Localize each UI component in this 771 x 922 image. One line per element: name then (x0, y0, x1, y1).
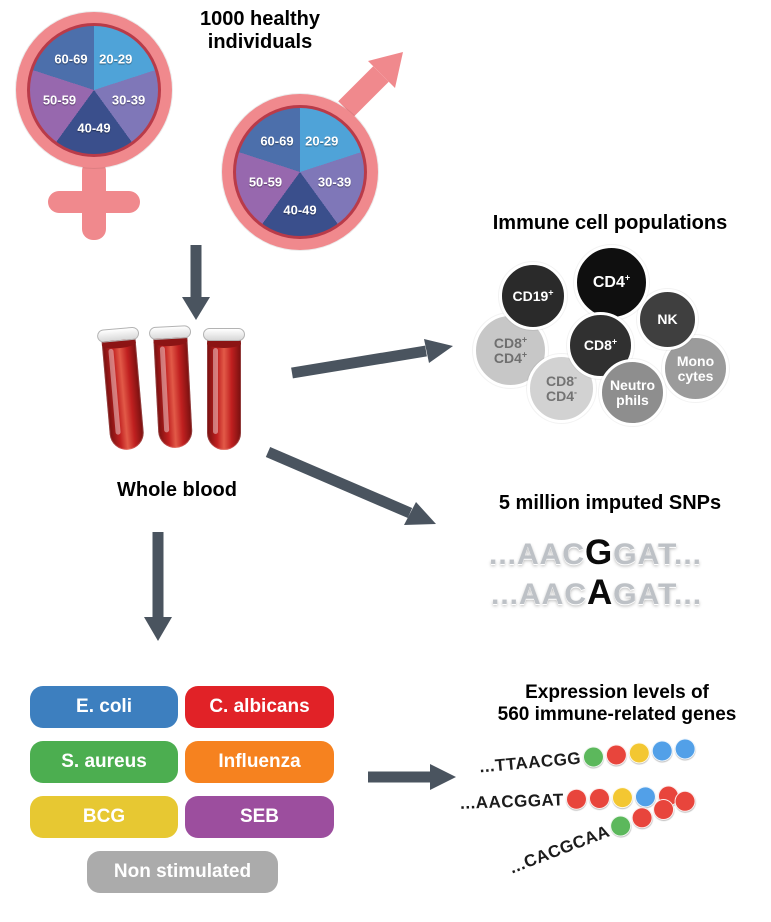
age-label-40-49: 40-49 (77, 120, 111, 136)
tube-shine (213, 348, 218, 434)
snp-sequence-ref: ...AACGGAT... (489, 533, 703, 572)
snps-title: 5 million imputed SNPs (498, 492, 722, 514)
tube-rim (203, 328, 245, 341)
female-age-pie: 20-29 30-39 40-49 50-59 60-69 (27, 23, 161, 157)
stimulus-pill-influenza: Influenza (185, 741, 334, 783)
cell-circle-nk: NK (637, 289, 698, 350)
stimulus-pill-seb: SEB (185, 796, 334, 838)
age-label-50-59: 50-59 (248, 174, 283, 190)
tube-rim (148, 324, 192, 341)
arrow-individuals-to-blood (182, 245, 210, 320)
expression-bead (604, 743, 628, 767)
tube-blood (207, 335, 241, 450)
arrow-blood-to-snps (265, 446, 436, 525)
age-label-40-49: 40-49 (283, 202, 317, 218)
age-label-60-69: 60-69 (54, 51, 88, 67)
cohort-title: 1000 healthy individuals (175, 8, 345, 54)
stimulus-pill-saureus: S. aureus (30, 741, 178, 783)
arrow-blood-to-stimulations (144, 532, 172, 641)
expression-bead (673, 737, 697, 761)
snp-sequence-alt: ...AACAGAT... (491, 573, 703, 612)
age-label-20-29: 20-29 (305, 133, 339, 149)
stimulus-pill-calbicans: C. albicans (185, 686, 334, 728)
expression-bead (627, 741, 651, 765)
cell-circle-cd8pos: CD8+ (567, 312, 634, 379)
age-label-30-39: 30-39 (111, 92, 146, 108)
expression-title: Expression levels of 560 immune-related … (462, 682, 771, 726)
cohort-title-line2: individuals (207, 31, 313, 53)
female-symbol-crossbar (48, 191, 140, 213)
arrow-blood-to-cell-populations (291, 339, 453, 379)
cell-circle-cd4pos: CD4+ (574, 245, 649, 320)
cell-circle-cd19pos: CD19+ (499, 262, 567, 330)
immune-cells-title: Immune cell populations (492, 212, 728, 234)
arrow-stimulations-to-expression (368, 764, 456, 790)
stimulus-pill-ecoli: E. coli (30, 686, 178, 728)
snp-variant-letter: A (587, 573, 614, 612)
cell-circle-cd8neg-cd4neg: CD8- CD4- (527, 354, 596, 423)
whole-blood-label: Whole blood (117, 479, 237, 501)
stimulus-pill-nonstimulated: Non stimulated (87, 851, 278, 893)
snp-variant-letter: G (585, 533, 614, 572)
expression-title-line1: Expression levels of (525, 682, 709, 703)
blood-tube (148, 324, 198, 453)
blood-tube (203, 328, 245, 454)
cell-circle-neutrophils: Neutro phils (599, 359, 666, 426)
male-age-pie: 20-29 30-39 40-49 50-59 60-69 (233, 105, 367, 239)
male-arrow (338, 52, 403, 117)
expression-bead (582, 745, 605, 769)
expression-bead (650, 739, 674, 763)
cohort-title-line1: 1000 healthy (199, 8, 321, 30)
age-label-30-39: 30-39 (317, 174, 352, 190)
tube-meniscus (207, 339, 241, 348)
age-label-60-69: 60-69 (260, 133, 294, 149)
age-label-20-29: 20-29 (99, 51, 133, 67)
stimulus-pill-bcg: BCG (30, 796, 178, 838)
age-label-50-59: 50-59 (42, 92, 77, 108)
expression-bead (611, 786, 634, 809)
expression-bead (565, 788, 588, 811)
expression-bead (588, 787, 611, 810)
expression-title-line2: 560 immune-related genes (497, 704, 737, 725)
